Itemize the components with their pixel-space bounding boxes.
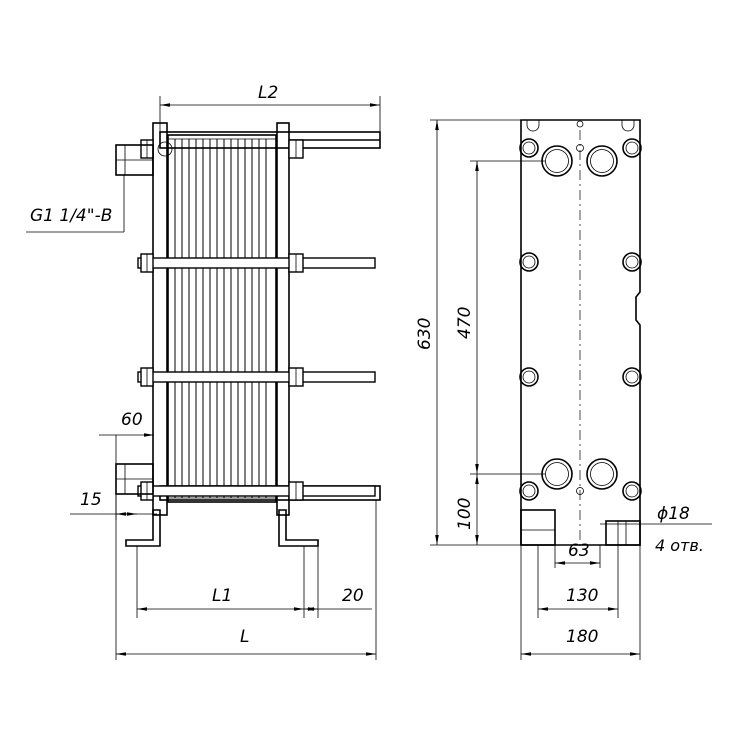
bolt-hole xyxy=(622,481,642,501)
label-20: 20 xyxy=(342,586,364,606)
bolt-hole xyxy=(519,481,539,501)
bolt-hole xyxy=(519,367,539,387)
dim-470: 470 xyxy=(455,161,479,474)
label-thread: G1 1/4"-B xyxy=(30,206,112,226)
label-100: 100 xyxy=(455,498,475,530)
dim-630: 630 xyxy=(415,120,439,545)
label-15: 15 xyxy=(80,490,102,510)
bolt-hole xyxy=(519,252,539,272)
dim-100: 100 xyxy=(455,474,479,545)
frame-plate-outline xyxy=(520,119,641,546)
bolt-hole xyxy=(519,138,539,158)
upper-port-right xyxy=(586,145,618,177)
side-view xyxy=(115,96,381,660)
lower-port-right xyxy=(586,458,618,490)
bolt-hole xyxy=(622,367,642,387)
rear-foot xyxy=(278,509,319,547)
label-holes-count: 4 отв. xyxy=(655,536,704,555)
dim-60: 60 xyxy=(99,410,154,464)
dim-L2: L2 xyxy=(160,83,380,107)
dim-130: 130 xyxy=(538,586,618,611)
dim-15: 15 xyxy=(70,490,157,516)
label-63: 63 xyxy=(568,541,590,561)
lower-port-left xyxy=(541,458,573,490)
front-foot xyxy=(125,509,161,547)
bolt-hole xyxy=(622,138,642,158)
label-hole-dia: ϕ18 xyxy=(657,504,690,524)
front-foot-right xyxy=(605,520,641,546)
tie-rod-2 xyxy=(137,253,376,273)
dim-L: L xyxy=(116,627,376,656)
dim-63: 63 xyxy=(555,541,600,565)
front-view xyxy=(430,119,642,660)
label-630: 630 xyxy=(415,318,435,350)
label-L: L xyxy=(240,627,249,647)
tie-rod-4 xyxy=(137,481,376,501)
label-130: 130 xyxy=(566,586,598,606)
dim-thread: G1 1/4"-B xyxy=(26,175,125,233)
bolt-hole xyxy=(622,252,642,272)
plate-pack xyxy=(167,134,277,503)
tie-rod-1 xyxy=(140,139,304,159)
label-60: 60 xyxy=(121,410,143,430)
pressure-plate xyxy=(276,122,290,516)
dim-180: 180 xyxy=(521,627,640,656)
dim-hole: ϕ18 4 отв. xyxy=(600,504,712,555)
upper-nozzle xyxy=(115,144,154,176)
front-foot-left xyxy=(520,509,556,546)
label-470: 470 xyxy=(455,307,475,339)
dim-L1: L1 xyxy=(137,586,304,611)
tie-rod-3 xyxy=(137,367,376,387)
lower-nozzle xyxy=(115,463,154,495)
fixed-frame-plate xyxy=(152,122,168,516)
label-180: 180 xyxy=(566,627,598,647)
upper-port-left xyxy=(541,145,573,177)
label-L1: L1 xyxy=(212,586,232,606)
dim-20: 20 xyxy=(304,586,372,611)
label-L2: L2 xyxy=(258,83,278,103)
